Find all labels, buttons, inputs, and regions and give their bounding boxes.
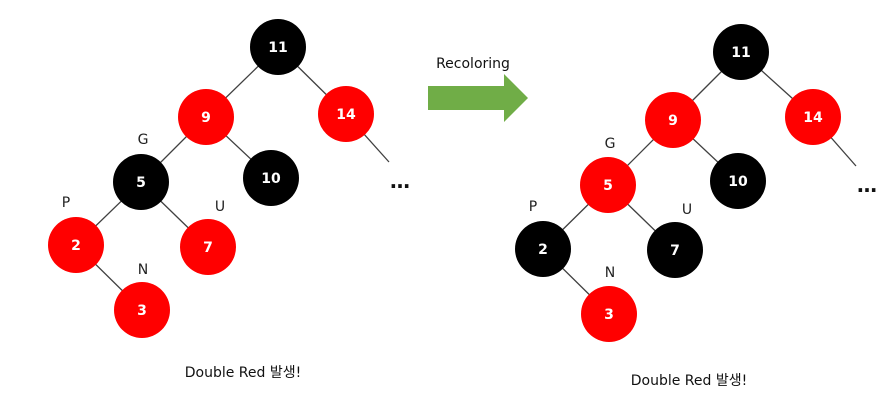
tree-node: 3 [114, 282, 170, 338]
tag-p-label: P [62, 195, 70, 211]
tree-node: 11 [713, 24, 769, 80]
tree-node: 11 [250, 19, 306, 75]
tree-node: 10 [710, 153, 766, 209]
arrow-label: Recoloring [436, 56, 510, 72]
node-7-label: 7 [203, 240, 213, 256]
node-11-label: 11 [268, 40, 287, 56]
tag-u-label: U [215, 199, 225, 215]
ellipsis-more-nodes: … [857, 173, 877, 197]
ellipsis-more-nodes: … [390, 169, 410, 193]
tag-g-label: G [605, 136, 616, 152]
tag-n-label: N [138, 262, 148, 278]
node-11-label: 11 [731, 45, 750, 61]
node-9-circle [178, 89, 234, 145]
node-14-label: 14 [336, 107, 356, 123]
node-7-label: 7 [670, 243, 680, 259]
tree-node: 2 [48, 217, 104, 273]
tree-node: 14 [785, 89, 841, 145]
node-5-label: 5 [136, 175, 146, 191]
tree-node: 3 [581, 286, 637, 342]
node-10-label: 10 [728, 174, 748, 190]
node-3-circle [114, 282, 170, 338]
node-11-circle [713, 24, 769, 80]
node-14-circle [318, 86, 374, 142]
tree-node: 9 [178, 89, 234, 145]
tree-node: 5 [580, 157, 636, 213]
tree-node: 14 [318, 86, 374, 142]
tree-node: 5 [113, 154, 169, 210]
tag-g-label: G [138, 132, 149, 148]
node-5-label: 5 [603, 178, 613, 194]
tag-n-label: N [605, 265, 615, 281]
node-2-circle [515, 221, 571, 277]
caption-after: Double Red 발생! [631, 373, 747, 389]
tree-node: 9 [645, 92, 701, 148]
tag-u-label: U [682, 202, 692, 218]
recoloring-arrow: Recoloring [428, 56, 528, 122]
node-3-label: 3 [137, 303, 147, 319]
tree-node: 7 [180, 219, 236, 275]
caption-before: Double Red 발생! [185, 365, 301, 381]
node-3-label: 3 [604, 307, 614, 323]
node-9-label: 9 [201, 110, 211, 126]
tree-node: 7 [647, 222, 703, 278]
node-9-circle [645, 92, 701, 148]
node-7-circle [647, 222, 703, 278]
tree-node: 10 [243, 150, 299, 206]
node-11-circle [250, 19, 306, 75]
node-10-circle [710, 153, 766, 209]
arrow-right-icon [428, 74, 528, 122]
node-10-label: 10 [261, 171, 281, 187]
node-5-circle [113, 154, 169, 210]
node-7-circle [180, 219, 236, 275]
tag-p-label: P [529, 199, 537, 215]
node-3-circle [581, 286, 637, 342]
tree-node: 2 [515, 221, 571, 277]
node-2-circle [48, 217, 104, 273]
tree-before: 11 9 14 5 10 [48, 19, 410, 381]
node-5-circle [580, 157, 636, 213]
node-10-circle [243, 150, 299, 206]
node-2-label: 2 [71, 238, 81, 254]
node-2-label: 2 [538, 242, 548, 258]
node-14-circle [785, 89, 841, 145]
node-14-label: 14 [803, 110, 823, 126]
tree-after: 11 9 14 5 10 [515, 24, 877, 389]
node-9-label: 9 [668, 113, 678, 129]
